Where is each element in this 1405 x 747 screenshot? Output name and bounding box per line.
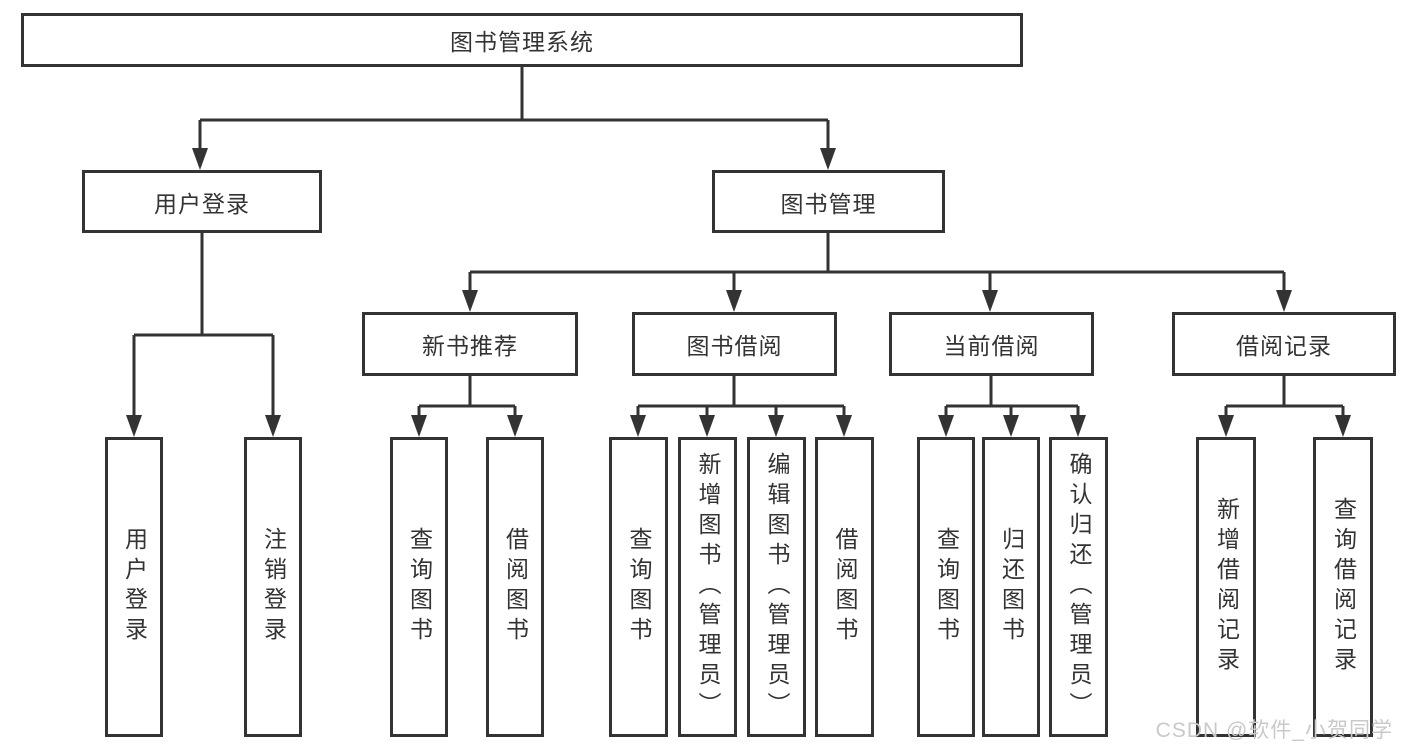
node-book-borrowing-label: 图书借阅 xyxy=(686,333,783,359)
leaf-edit-books-admin-label: 编辑图书（管理员） xyxy=(764,452,790,722)
arrowhead xyxy=(1070,415,1086,437)
leaf-borrowing-borrow-books-label: 借阅图书 xyxy=(832,527,858,647)
leaf-recommend-query-books: 查询图书 xyxy=(390,437,448,737)
leaf-recommend-query-books-label: 查询图书 xyxy=(406,527,433,647)
leaf-confirm-return-admin: 确认归还（管理员） xyxy=(1049,437,1108,737)
node-borrowing-records: 借阅记录 xyxy=(1172,312,1396,376)
node-root-system: 图书管理系统 xyxy=(21,13,1023,67)
arrowhead xyxy=(1218,415,1234,437)
leaf-add-books-admin-label: 新增图书（管理员） xyxy=(695,452,721,722)
arrowhead xyxy=(630,415,646,437)
arrowhead xyxy=(982,290,998,312)
leaf-return-books: 归还图书 xyxy=(982,437,1040,737)
node-current-borrowing-label: 当前借阅 xyxy=(943,333,1040,359)
arrowhead xyxy=(699,415,715,437)
node-user-login: 用户登录 xyxy=(82,170,322,233)
arrowhead xyxy=(265,415,281,437)
arrowhead xyxy=(768,415,784,437)
leaf-add-borrow-record: 新增借阅记录 xyxy=(1196,437,1256,737)
arrowhead xyxy=(411,415,427,437)
node-book-management-label: 图书管理 xyxy=(780,190,877,217)
leaf-return-books-label: 归还图书 xyxy=(998,527,1025,647)
arrowhead xyxy=(1335,415,1351,437)
node-root-label: 图书管理系统 xyxy=(450,29,594,55)
arrowhead xyxy=(836,415,852,437)
arrowhead xyxy=(938,415,954,437)
leaf-borrowing-borrow-books: 借阅图书 xyxy=(815,437,874,737)
leaf-query-borrow-record-label: 查询借阅记录 xyxy=(1330,497,1357,677)
leaf-current-query-books: 查询图书 xyxy=(917,437,975,737)
leaf-logout-label: 注销登录 xyxy=(260,527,287,647)
leaf-confirm-return-admin-label: 确认归还（管理员） xyxy=(1066,452,1092,722)
leaf-user-login: 用户登录 xyxy=(105,437,163,737)
arrowhead xyxy=(820,148,836,170)
arrowhead xyxy=(192,148,208,170)
leaf-recommend-borrow-books-label: 借阅图书 xyxy=(502,527,529,647)
node-new-book-recommend-label: 新书推荐 xyxy=(422,333,518,359)
node-book-borrowing: 图书借阅 xyxy=(632,312,837,376)
node-current-borrowing: 当前借阅 xyxy=(889,312,1094,376)
node-book-management: 图书管理 xyxy=(712,170,945,233)
arrowhead xyxy=(726,290,742,312)
arrowhead xyxy=(462,290,478,312)
leaf-add-books-admin: 新增图书（管理员） xyxy=(678,437,737,737)
leaf-logout: 注销登录 xyxy=(244,437,302,737)
leaf-query-borrow-record: 查询借阅记录 xyxy=(1313,437,1373,737)
leaf-user-login-label: 用户登录 xyxy=(121,527,148,647)
arrowhead xyxy=(126,415,142,437)
leaf-current-query-books-label: 查询图书 xyxy=(933,527,960,647)
csdn-watermark: CSDN @软件_小贺同学 xyxy=(1155,719,1393,742)
leaf-borrowing-query-books: 查询图书 xyxy=(609,437,668,737)
leaf-add-borrow-record-label: 新增借阅记录 xyxy=(1213,497,1240,677)
node-user-login-label: 用户登录 xyxy=(154,190,250,217)
arrowhead xyxy=(1276,290,1292,312)
leaf-borrowing-query-books-label: 查询图书 xyxy=(626,527,652,647)
leaf-edit-books-admin: 编辑图书（管理员） xyxy=(747,437,806,737)
arrowhead xyxy=(507,415,523,437)
arrowhead xyxy=(1003,415,1019,437)
leaf-recommend-borrow-books: 借阅图书 xyxy=(486,437,544,737)
node-new-book-recommend: 新书推荐 xyxy=(362,312,578,376)
node-borrowing-records-label: 借阅记录 xyxy=(1236,333,1332,359)
